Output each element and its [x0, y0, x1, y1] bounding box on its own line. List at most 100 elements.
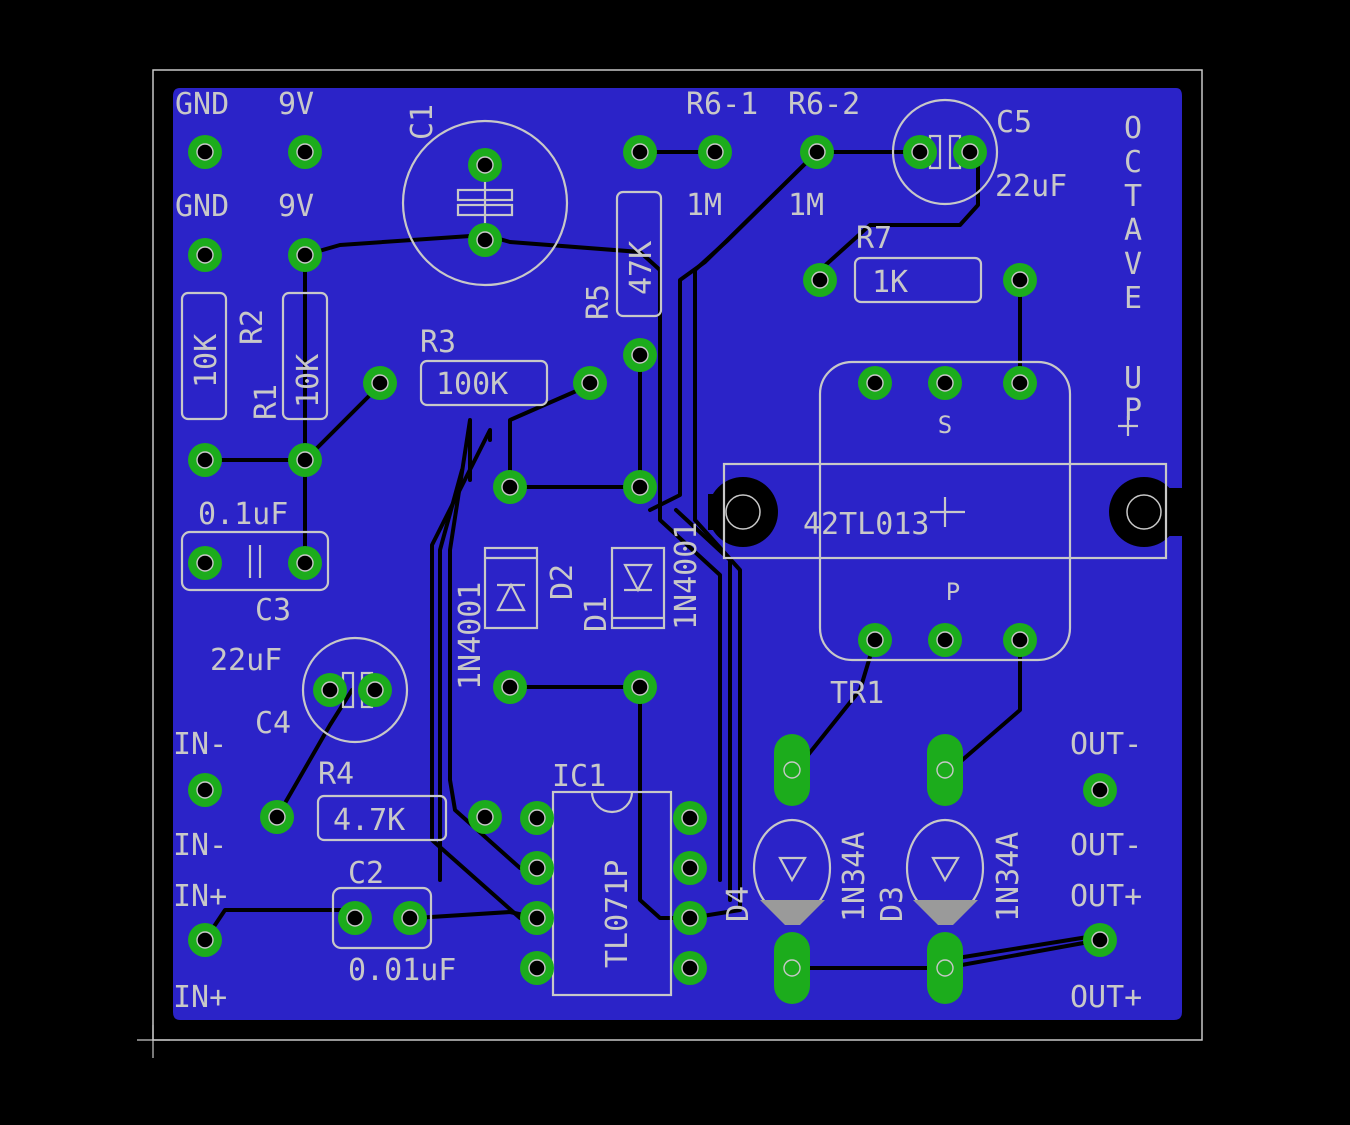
pad-hole [529, 860, 545, 876]
label-d3-value: 1N34A [837, 832, 872, 922]
label-d2-value: 1N4001 [453, 582, 488, 690]
pad-ring [811, 271, 829, 289]
board-title-letter: O [1124, 111, 1142, 146]
board-title-letter: V [1124, 247, 1142, 282]
pad-ring [1011, 374, 1029, 392]
pad-ring [366, 681, 384, 699]
pad-ring [631, 678, 649, 696]
pad-ring [681, 859, 699, 877]
label-c3-value: 0.1uF [198, 497, 288, 532]
pad-ring [866, 631, 884, 649]
pad-ring [808, 143, 826, 161]
label-9v-top: 9V [278, 87, 314, 122]
label-r3-value: 100K [436, 367, 508, 402]
label-tr1-s: S [938, 411, 952, 439]
label-d3: D3 [875, 886, 910, 922]
pad-hole [529, 960, 545, 976]
label-out-minus-2: OUT- [1070, 828, 1142, 863]
oblong-pad [774, 734, 810, 806]
pad-hole [197, 932, 213, 948]
pad-hole [962, 144, 978, 160]
label-r1-value: 10K [291, 354, 326, 408]
label-tr1-p: P [946, 578, 960, 606]
pad-ring [196, 451, 214, 469]
pad-hole [812, 272, 828, 288]
mount-hole-left [708, 477, 778, 547]
label-c4-value: 22uF [210, 643, 282, 678]
pad-ring [296, 143, 314, 161]
label-c1: C1 [405, 104, 440, 140]
pad-ring [528, 809, 546, 827]
pad-hole [707, 144, 723, 160]
pad-ring [1091, 931, 1109, 949]
pad-hole [867, 632, 883, 648]
label-9v-2: 9V [278, 189, 314, 224]
pad-hole [297, 247, 313, 263]
pad-ring [681, 809, 699, 827]
label-d1-value: 1N4001 [669, 522, 704, 630]
pad-hole [1012, 375, 1028, 391]
board-title-letter: E [1124, 281, 1142, 316]
board-outline [152, 69, 1203, 1041]
label-r6-1-value: 1M [686, 188, 722, 223]
pad-ring [681, 909, 699, 927]
label-ic1-value: TL071P [600, 860, 635, 968]
pad-hole [682, 860, 698, 876]
pad-ring [196, 246, 214, 264]
label-c3: C3 [255, 593, 291, 628]
origin-crosshair [137, 1025, 170, 1058]
pad-ring [581, 374, 599, 392]
label-r6-2-value: 1M [788, 188, 824, 223]
pad-ring [501, 678, 519, 696]
pad-hole [347, 910, 363, 926]
pad-hole [867, 375, 883, 391]
label-out-plus-2: OUT+ [1070, 980, 1142, 1015]
label-d2: D2 [545, 564, 580, 600]
pad-ring [936, 959, 954, 977]
pad-hole [197, 144, 213, 160]
board-title-letter: P [1124, 393, 1142, 428]
pad-hole [372, 375, 388, 391]
pad-ring [1011, 631, 1029, 649]
pad-hole [477, 157, 493, 173]
pad-hole [632, 347, 648, 363]
pad-hole [1012, 632, 1028, 648]
pads [188, 135, 1117, 1004]
pad-hole [582, 375, 598, 391]
label-tr1-value: 42TL013 [803, 507, 929, 542]
pad-ring [296, 554, 314, 572]
pad-hole [322, 682, 338, 698]
labels: GND 9V GND 9V C1 R6-1 R6-2 C5 22uF 1M 1M… [173, 87, 1142, 1015]
pad-hole [297, 452, 313, 468]
pad-hole [197, 782, 213, 798]
pad-hole [402, 910, 418, 926]
pad-hole [1092, 932, 1108, 948]
pad-ring [196, 143, 214, 161]
pad-ring [476, 156, 494, 174]
mount-hole-right [1109, 477, 1179, 547]
pad-ring [1011, 271, 1029, 289]
label-r6-1: R6-1 [686, 87, 758, 122]
pad-ring [196, 931, 214, 949]
pad-ring [476, 808, 494, 826]
pad-hole [197, 555, 213, 571]
label-c5-value: 22uF [995, 169, 1067, 204]
oblong-pad [927, 734, 963, 806]
label-in-minus-1: IN- [173, 727, 227, 762]
pad-hole [682, 910, 698, 926]
pad-hole [197, 247, 213, 263]
label-r7-value: 1K [872, 265, 908, 300]
label-out-plus-1: OUT+ [1070, 879, 1142, 914]
pad-ring [631, 346, 649, 364]
pad-hole [502, 479, 518, 495]
pad-hole [632, 479, 648, 495]
pad-ring [911, 143, 929, 161]
pad-hole [477, 809, 493, 825]
pad-hole [477, 232, 493, 248]
pad-ring [528, 959, 546, 977]
pad-ring [866, 374, 884, 392]
pad-ring [783, 959, 801, 977]
label-in-plus-2: IN+ [173, 980, 227, 1015]
pad-ring [346, 909, 364, 927]
